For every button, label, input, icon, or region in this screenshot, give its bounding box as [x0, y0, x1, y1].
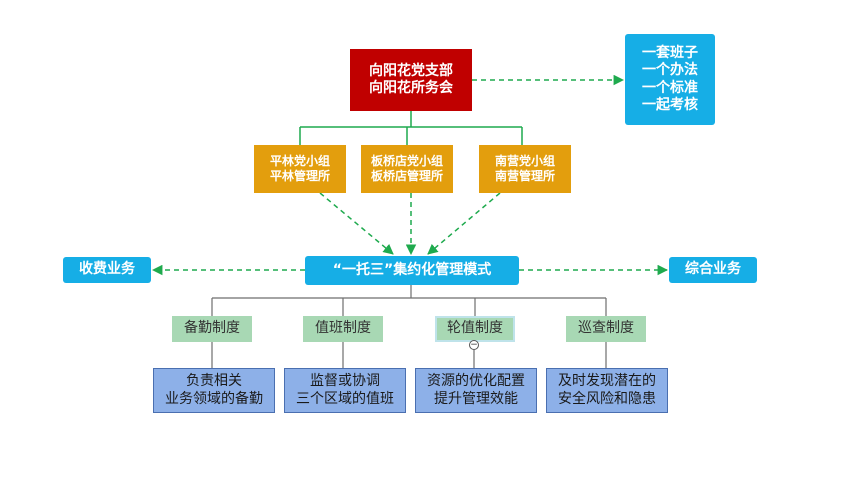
group1-to-core-arrow [319, 192, 394, 255]
group-node-nanying: 南营党小组 南营管理所 [479, 145, 571, 193]
business-node-toll: 收费业务 [63, 257, 151, 283]
group-line2: 平林管理所 [269, 169, 330, 183]
desc-line2: 三个区域的值班 [296, 390, 394, 407]
desc-line2: 提升管理效能 [434, 390, 518, 407]
rule-label: 值班制度 [315, 320, 371, 337]
desc-line2: 安全风险和隐患 [558, 390, 656, 407]
rule-desc-duty: 监督或协调 三个区域的值班 [284, 368, 406, 413]
business-label: 收费业务 [79, 261, 135, 278]
group-line2: 南营管理所 [494, 169, 555, 183]
group-line1: 板桥店党小组 [370, 154, 443, 168]
rule-label: 巡查制度 [578, 320, 634, 337]
desc-line1: 及时发现潜在的 [558, 373, 656, 389]
desc-line1: 负责相关 [186, 373, 242, 389]
desc-line1: 资源的优化配置 [427, 373, 525, 389]
collapse-toggle-icon[interactable]: − [469, 340, 479, 350]
rule-node-rotation[interactable]: 轮值制度 [435, 316, 515, 342]
root-to-groups-connector [299, 111, 523, 145]
party-branch-line1: 向阳花党支部 [369, 62, 453, 79]
business-label: 综合业务 [685, 261, 741, 278]
group-node-pinglin: 平林党小组 平林管理所 [254, 145, 346, 193]
principle-3: 一个标准 [642, 79, 698, 96]
core-to-rules-connector [211, 285, 607, 316]
rule-node-patrol: 巡查制度 [566, 316, 646, 342]
rule-desc-standby: 负责相关 业务领域的备勤 [153, 368, 275, 413]
rule-node-standby: 备勤制度 [172, 316, 252, 342]
business-node-general: 综合业务 [669, 257, 757, 283]
principle-4: 一起考核 [642, 97, 698, 113]
unified-principles-node: 一套班子 一个办法 一个标准 一起考核 [625, 34, 715, 125]
group-line1: 南营党小组 [494, 154, 555, 168]
rule-label: 备勤制度 [184, 320, 240, 337]
group-line1: 平林党小组 [269, 154, 330, 168]
principle-1: 一套班子 [642, 44, 698, 61]
rule-desc-rotation: 资源的优化配置 提升管理效能 [415, 368, 537, 413]
principle-2: 一个办法 [642, 62, 698, 78]
group-line2: 板桥店管理所 [370, 169, 443, 183]
party-branch-line2: 向阳花所务会 [369, 80, 453, 96]
core-model-label: “一托三”集约化管理模式 [332, 261, 492, 278]
group3-to-core-arrow [427, 192, 501, 255]
party-branch-node: 向阳花党支部 向阳花所务会 [350, 49, 472, 111]
rule-label: 轮值制度 [447, 320, 503, 337]
desc-line1: 监督或协调 [310, 373, 380, 389]
group-node-banqiaodian: 板桥店党小组 板桥店管理所 [361, 145, 453, 193]
rule-desc-patrol: 及时发现潜在的 安全风险和隐患 [546, 368, 668, 413]
desc-line2: 业务领域的备勤 [165, 390, 263, 407]
rule-node-duty: 值班制度 [303, 316, 383, 342]
core-model-node: “一托三”集约化管理模式 [305, 256, 519, 285]
rules-to-desc-connector [211, 342, 607, 368]
